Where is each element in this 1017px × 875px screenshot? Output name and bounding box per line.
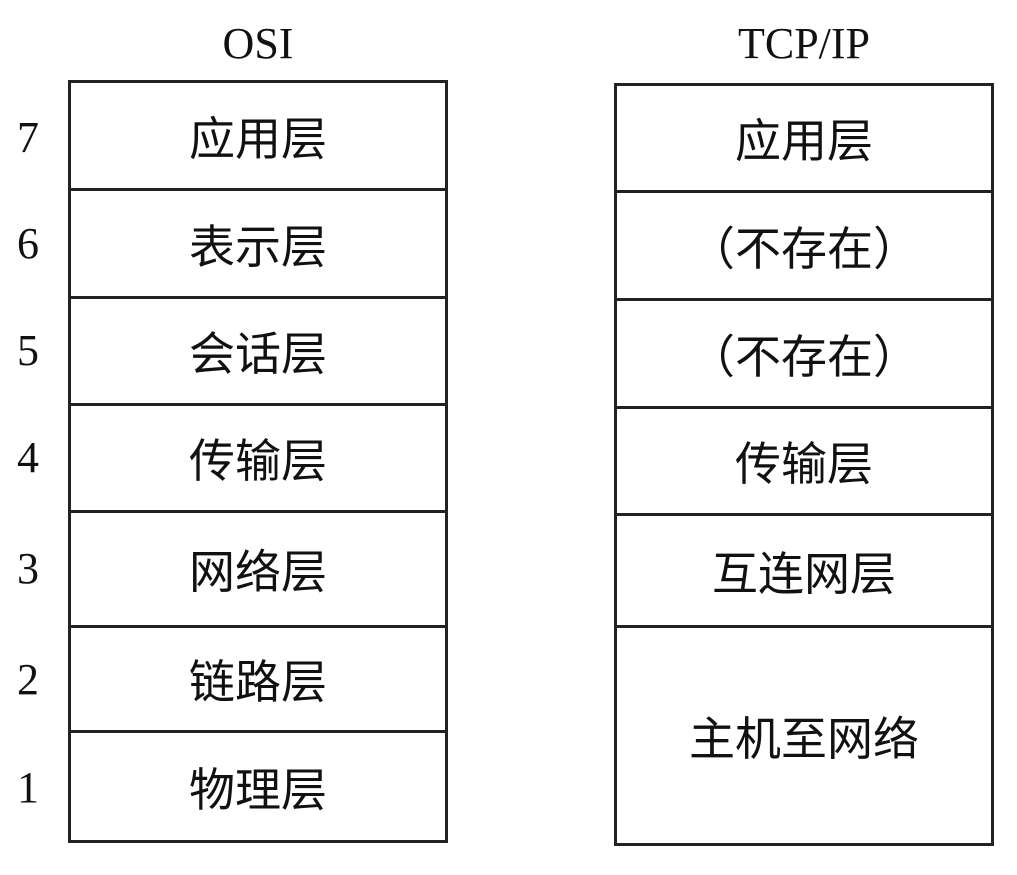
layer-number: 6 [17, 219, 39, 268]
osi-layer-network: 网络层 [71, 513, 445, 628]
tcpip-title: TCP/IP [737, 19, 871, 68]
tcpip-layer-absent: （不存在） [617, 193, 991, 301]
layer-number: 5 [17, 326, 39, 375]
layer-number: 1 [17, 763, 39, 812]
layer-number: 3 [17, 544, 39, 593]
osi-layer-presentation: 表示层 [71, 191, 445, 299]
tcpip-stack: 应用层 （不存在） （不存在） 传输层 互连网层 主机至网络 [614, 83, 994, 846]
layer-number: 2 [17, 655, 39, 704]
osi-layer-transport: 传输层 [71, 406, 445, 513]
osi-layer-session: 会话层 [71, 299, 445, 406]
layer-number: 4 [17, 433, 39, 482]
osi-layer-application: 应用层 [71, 83, 445, 191]
osi-title: OSI [222, 19, 294, 68]
tcpip-layer-host-to-network: 主机至网络 [689, 713, 919, 765]
tcpip-layer-application: 应用层 [617, 86, 991, 193]
layer-number: 7 [17, 113, 39, 162]
tcpip-layer-internet: 互连网层 [617, 516, 991, 628]
osi-layer-datalink: 链路层 [71, 628, 445, 733]
tcpip-layer-absent: （不存在） [617, 301, 991, 409]
osi-stack: 应用层 表示层 会话层 传输层 网络层 链路层 物理层 [68, 80, 448, 843]
osi-layer-physical: 物理层 [189, 764, 327, 816]
tcpip-layer-transport: 传输层 [617, 409, 991, 516]
